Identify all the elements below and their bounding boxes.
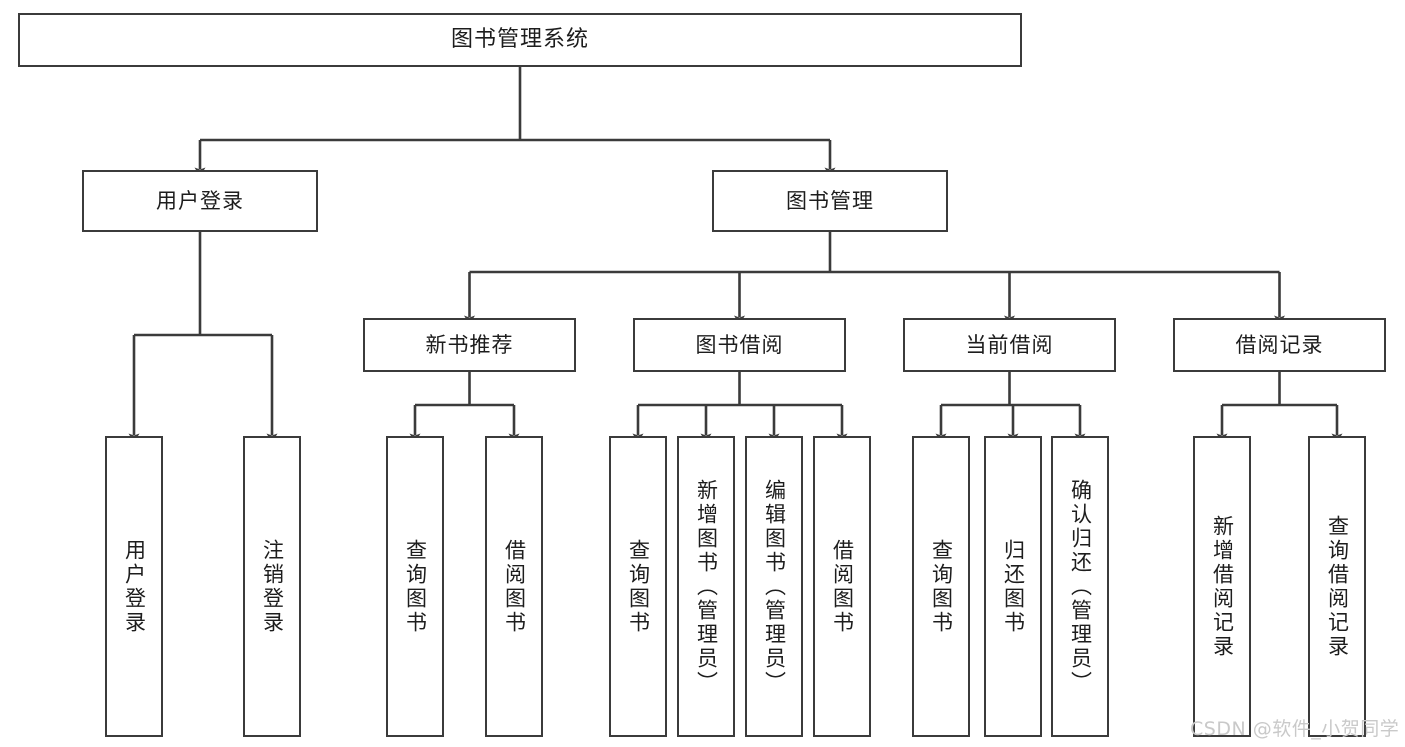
node-leaf-add-book-admin[interactable]: 新增图书（管理员） xyxy=(677,436,735,737)
node-label: 归还图书 xyxy=(1001,538,1026,635)
node-leaf-borrow-book[interactable]: 借阅图书 xyxy=(813,436,871,737)
node-label: 图书借阅 xyxy=(695,332,784,357)
node-new-book-recommend[interactable]: 新书推荐 xyxy=(363,318,576,372)
node-label: 图书管理系统 xyxy=(450,27,589,52)
node-label: 新增图书（管理员） xyxy=(694,478,719,695)
node-borrow-record[interactable]: 借阅记录 xyxy=(1173,318,1386,372)
node-label: 查询借阅记录 xyxy=(1325,514,1350,659)
node-label: 新增借阅记录 xyxy=(1210,514,1235,659)
node-leaf-user-login[interactable]: 用户登录 xyxy=(105,436,163,737)
node-label: 注销登录 xyxy=(260,538,285,635)
node-current-borrow[interactable]: 当前借阅 xyxy=(903,318,1116,372)
node-leaf-query-book-borrow[interactable]: 查询图书 xyxy=(609,436,667,737)
node-label: 借阅记录 xyxy=(1235,332,1324,357)
node-book-management[interactable]: 图书管理 xyxy=(712,170,948,232)
node-leaf-logout[interactable]: 注销登录 xyxy=(243,436,301,737)
node-user-login[interactable]: 用户登录 xyxy=(82,170,318,232)
node-label: 新书推荐 xyxy=(425,332,514,357)
node-leaf-query-book-rec[interactable]: 查询图书 xyxy=(386,436,444,737)
node-leaf-edit-book-admin[interactable]: 编辑图书（管理员） xyxy=(745,436,803,737)
node-book-borrow[interactable]: 图书借阅 xyxy=(633,318,846,372)
node-label: 借阅图书 xyxy=(502,538,527,635)
node-leaf-confirm-return-admin[interactable]: 确认归还（管理员） xyxy=(1051,436,1109,737)
node-label: 用户登录 xyxy=(122,538,147,635)
node-leaf-add-borrow-record[interactable]: 新增借阅记录 xyxy=(1193,436,1251,737)
node-label: 用户登录 xyxy=(156,188,244,213)
node-leaf-query-borrow-record[interactable]: 查询借阅记录 xyxy=(1308,436,1366,737)
node-leaf-query-book-cur[interactable]: 查询图书 xyxy=(912,436,970,737)
node-label: 图书管理 xyxy=(786,188,874,213)
node-label: 确认归还（管理员） xyxy=(1068,478,1093,695)
node-leaf-borrow-book-rec[interactable]: 借阅图书 xyxy=(485,436,543,737)
node-label: 借阅图书 xyxy=(830,538,855,635)
node-leaf-return-book[interactable]: 归还图书 xyxy=(984,436,1042,737)
node-root-system[interactable]: 图书管理系统 xyxy=(18,13,1022,67)
node-label: 查询图书 xyxy=(403,538,428,635)
node-label: 当前借阅 xyxy=(965,332,1054,357)
node-label: 查询图书 xyxy=(929,538,954,635)
node-label: 查询图书 xyxy=(626,538,651,635)
node-label: 编辑图书（管理员） xyxy=(762,478,787,695)
